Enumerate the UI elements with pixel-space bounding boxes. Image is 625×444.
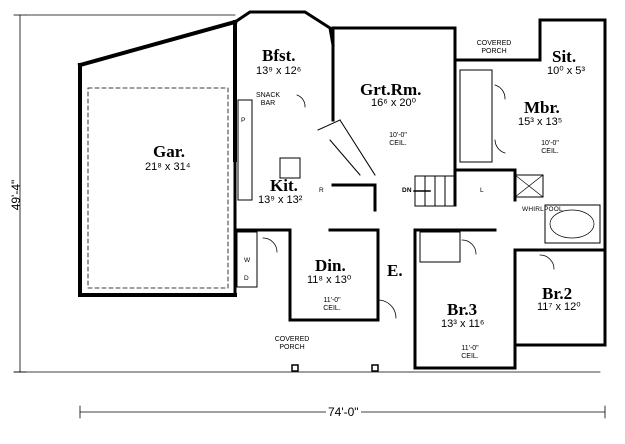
overall-depth-label: 49'-4" bbox=[9, 179, 23, 211]
pantry-label: P bbox=[241, 117, 246, 124]
garage-door-dash bbox=[87, 87, 229, 289]
down-stair-label: DN bbox=[402, 187, 412, 194]
master-size: 15³ x 13⁵ bbox=[518, 116, 563, 128]
overall-width-label: 74'-0" bbox=[326, 405, 361, 419]
laundry-area bbox=[236, 231, 258, 288]
master-ceiling: 10'-0" CEIL. bbox=[541, 140, 559, 155]
bedroom-walls bbox=[413, 228, 607, 370]
bed2-size: 11⁷ x 12⁰ bbox=[537, 301, 581, 313]
kitchen-label: Kit. bbox=[270, 176, 298, 195]
dining-label: Din. bbox=[315, 256, 346, 275]
master-closet bbox=[459, 69, 493, 163]
bath-tub bbox=[514, 174, 544, 198]
covered-porch-top-label: COVERED PORCH bbox=[476, 40, 512, 55]
garage-size: 21⁸ x 31⁴ bbox=[145, 161, 191, 173]
whirlpool-label: WHIRLPOOL bbox=[522, 206, 563, 213]
door-swings bbox=[262, 84, 555, 319]
bed3-size: 13³ x 11⁶ bbox=[441, 318, 485, 330]
sitting-label: Sit. bbox=[552, 47, 577, 66]
refrigerator-label: R bbox=[319, 187, 324, 194]
breakfast-label: Bfst. bbox=[262, 46, 296, 65]
washer-label: W bbox=[244, 257, 251, 264]
great-room-ceiling: 10'-0" CEIL. bbox=[389, 132, 407, 147]
sitting-size: 10⁰ x 5³ bbox=[547, 65, 586, 77]
great-room-walls bbox=[331, 26, 457, 212]
kitchen-island bbox=[279, 157, 301, 179]
kitchen-counter-left bbox=[237, 99, 253, 201]
garage-walls bbox=[77, 19, 238, 297]
dining-size: 11⁸ x 13⁰ bbox=[307, 274, 352, 286]
entry-label: E. bbox=[387, 261, 403, 280]
covered-porch-bottom-label: COVERED PORCH bbox=[274, 336, 310, 351]
dryer-label: D bbox=[244, 275, 249, 282]
great-room-size: 16⁶ x 20⁰ bbox=[371, 97, 417, 109]
dining-ceiling: 11'-0" CEIL. bbox=[323, 297, 341, 312]
linen-label: L bbox=[480, 187, 484, 194]
bed3-ceiling: 11'-0" CEIL. bbox=[461, 345, 479, 360]
breakfast-size: 13⁹ x 12⁶ bbox=[256, 65, 302, 77]
snack-bar-label: SNACK BAR bbox=[255, 92, 281, 107]
porch-posts bbox=[291, 364, 379, 372]
kitchen-walls bbox=[233, 158, 380, 322]
stair bbox=[317, 119, 456, 207]
bath-tub-2 bbox=[419, 231, 461, 263]
garage-label: Gar. bbox=[153, 142, 185, 161]
bed3-label: Br.3 bbox=[447, 300, 478, 319]
master-label: Mbr. bbox=[524, 98, 560, 117]
kitchen-size: 13⁹ x 13² bbox=[258, 194, 303, 206]
great-room-label: Grt.Rm. bbox=[360, 80, 422, 99]
bed2-label: Br.2 bbox=[542, 284, 573, 303]
whirlpool-tub bbox=[544, 204, 601, 244]
breakfast-walls bbox=[232, 10, 335, 122]
